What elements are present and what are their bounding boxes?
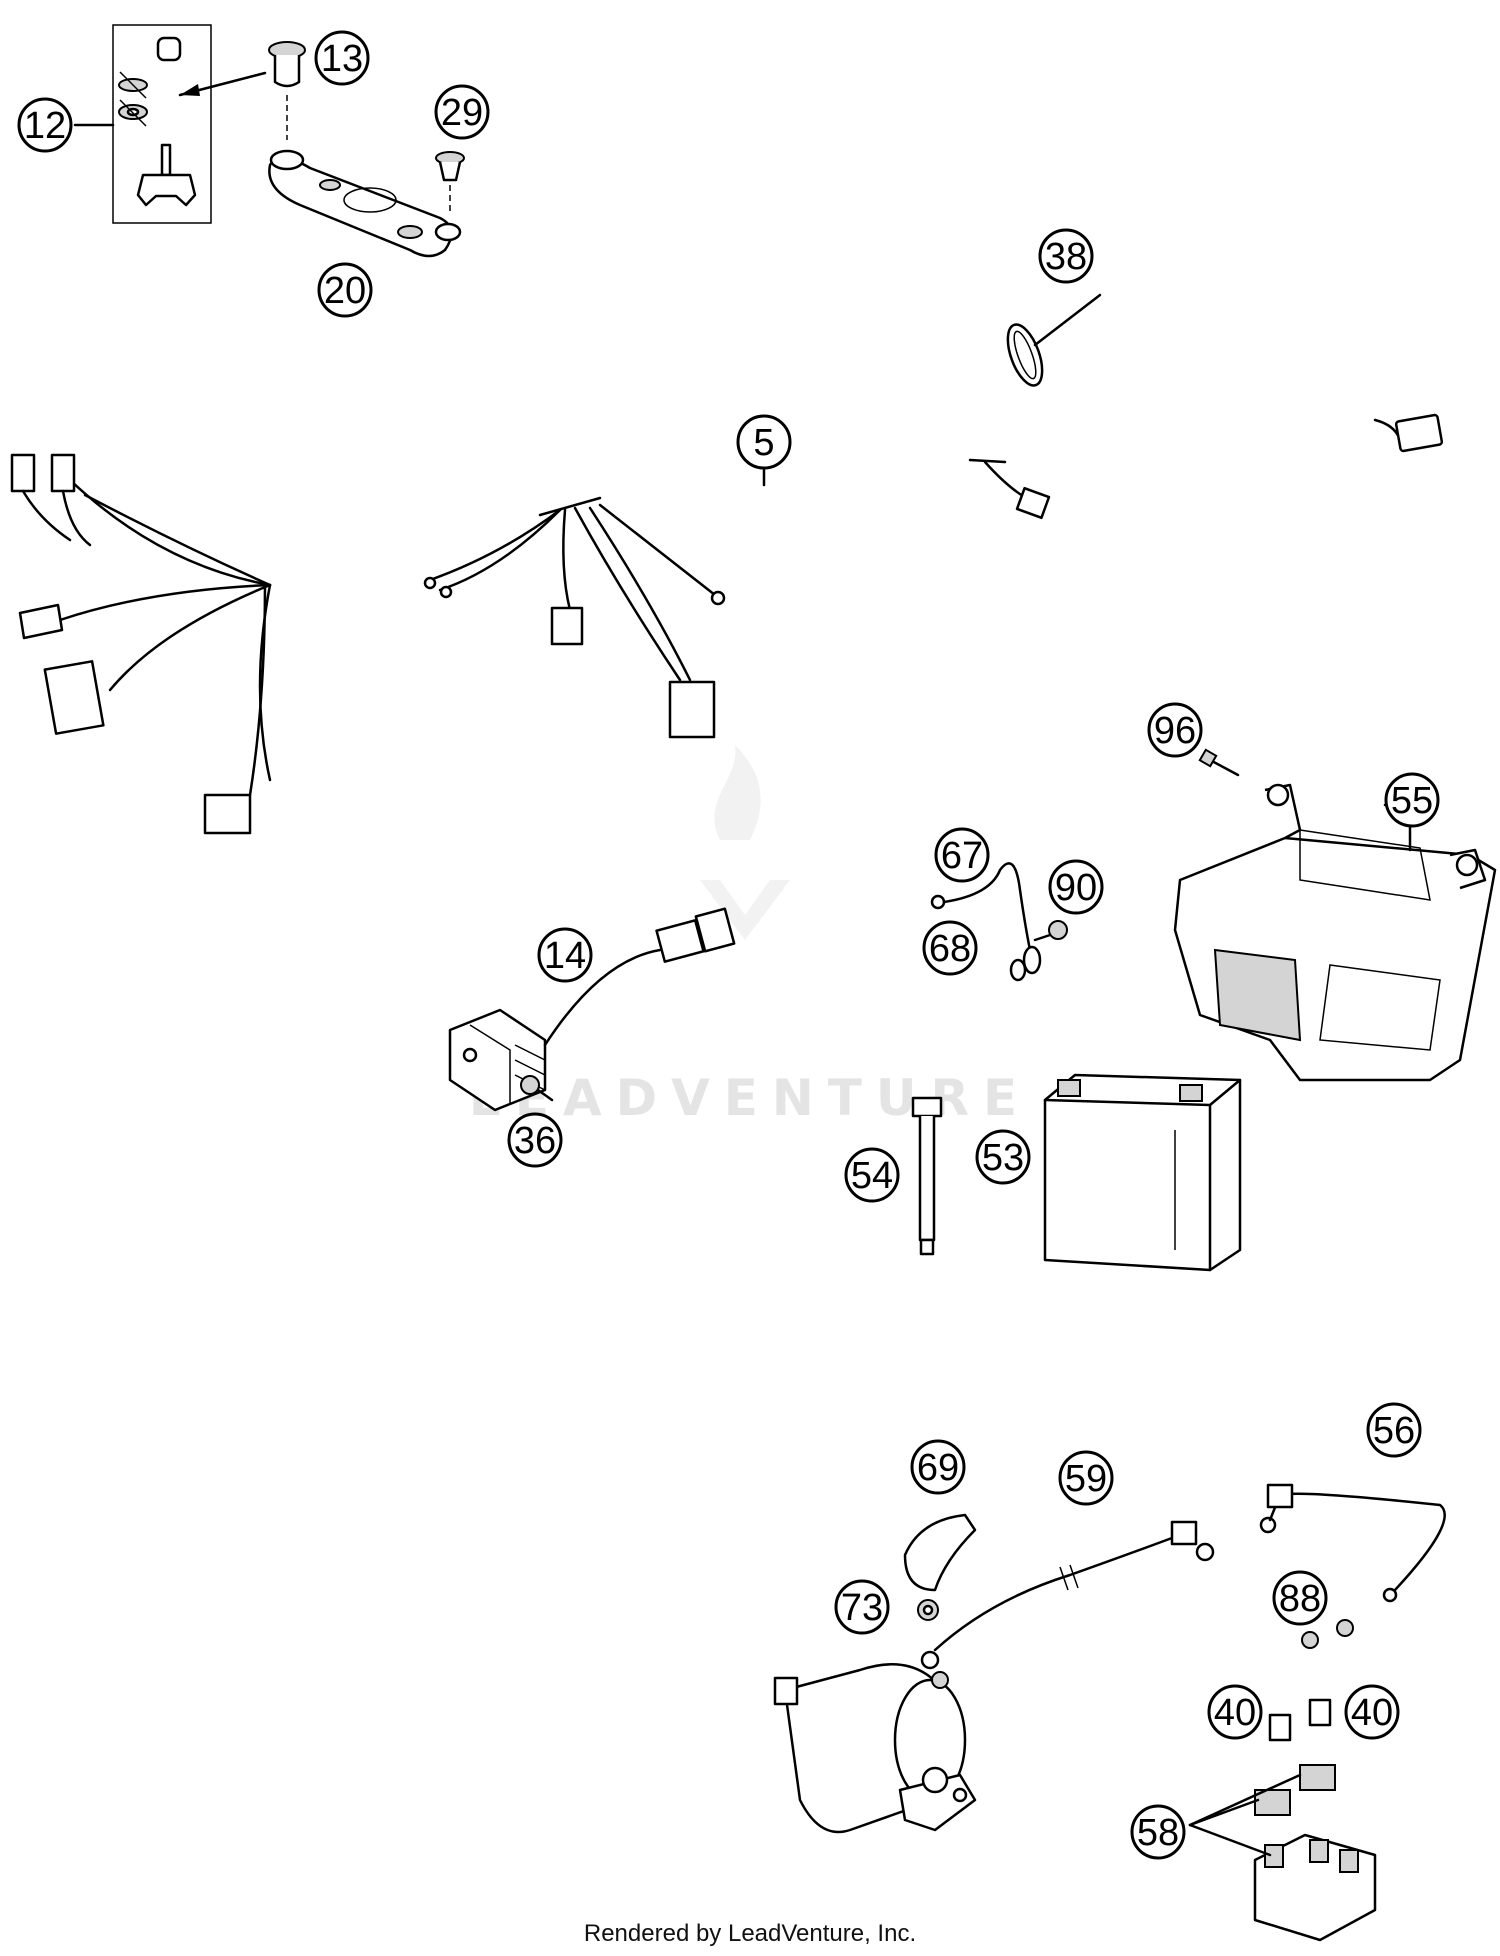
part-56-cable: [1259, 1483, 1446, 1603]
footer-credit: Rendered by LeadVenture, Inc.: [583, 1920, 917, 1947]
part-69-terminal-cap: [903, 1513, 977, 1592]
svg-text:96: 96: [1154, 710, 1196, 752]
svg-text:69: 69: [917, 1447, 959, 1489]
callout-29: 29: [434, 84, 490, 140]
callout-90: 90: [1048, 859, 1104, 915]
svg-text:54: 54: [851, 1155, 893, 1197]
callout-69: 69: [910, 1439, 966, 1495]
svg-text:88: 88: [1279, 1578, 1321, 1620]
part-12-stud-kit: [73, 24, 267, 224]
part-13-grommet: [268, 41, 306, 140]
part-68-washer: [1009, 958, 1027, 982]
svg-text:68: 68: [929, 928, 971, 970]
part-90-screw: [1033, 920, 1068, 942]
callout-56: 56: [1366, 1402, 1422, 1458]
svg-text:40: 40: [1351, 1692, 1393, 1734]
part-96-bolt: [1198, 748, 1240, 777]
part-58-starter-relay: [1188, 1764, 1377, 1942]
part-29-plug: [435, 151, 465, 215]
svg-text:20: 20: [324, 270, 366, 312]
callout-67: 67: [934, 827, 990, 883]
callout-40-right: 40: [1344, 1684, 1400, 1740]
callout-20: 20: [317, 262, 373, 318]
callout-12: 12: [17, 97, 73, 153]
callout-40-left: 40: [1207, 1684, 1263, 1740]
part-20-bracket: [268, 149, 462, 258]
svg-text:12: 12: [24, 105, 66, 147]
part-59-starter-cable: [920, 1520, 1215, 1670]
svg-text:29: 29: [441, 92, 483, 134]
part-5-wiring-harness: [10, 412, 1444, 835]
part-starter-motor: [773, 1663, 977, 1834]
callout-96: 96: [1147, 702, 1203, 758]
callout-68: 68: [922, 920, 978, 976]
watermark-text: LEADVENTURE: [469, 1069, 1031, 1127]
svg-text:55: 55: [1391, 780, 1433, 822]
callout-55: 55: [1384, 772, 1440, 828]
part-73-nut: [917, 1599, 939, 1621]
watermark-logo: [700, 745, 790, 940]
svg-text:14: 14: [544, 935, 586, 977]
svg-text:58: 58: [1137, 1812, 1179, 1854]
svg-text:56: 56: [1373, 1410, 1415, 1452]
part-55-battery-box: [1173, 783, 1497, 1082]
svg-text:67: 67: [941, 835, 983, 877]
svg-text:5: 5: [753, 422, 774, 464]
callout-54: 54: [844, 1147, 900, 1203]
part-53-battery: [1043, 1073, 1242, 1272]
part-36-screw: [520, 1075, 554, 1102]
svg-text:90: 90: [1055, 867, 1097, 909]
callout-59: 59: [1058, 1450, 1114, 1506]
part-40-fuses: [1268, 1698, 1332, 1742]
part-88-screws: [1301, 1619, 1354, 1649]
svg-text:36: 36: [514, 1120, 556, 1162]
callout-5: 5: [736, 414, 792, 470]
callout-53: 53: [975, 1129, 1031, 1185]
svg-text:13: 13: [321, 38, 363, 80]
callout-88: 88: [1272, 1570, 1328, 1626]
part-67-ground-cable: [930, 862, 1042, 975]
callout-58: 58: [1130, 1804, 1186, 1860]
part-38-cable-tie: [1006, 293, 1102, 387]
svg-text:38: 38: [1045, 236, 1087, 278]
svg-text:53: 53: [982, 1137, 1024, 1179]
part-54-battery-strap: [911, 1096, 943, 1256]
svg-text:73: 73: [841, 1587, 883, 1629]
callout-38: 38: [1038, 228, 1094, 284]
callout-73: 73: [834, 1579, 890, 1635]
callout-36: 36: [507, 1112, 563, 1168]
svg-text:40: 40: [1214, 1692, 1256, 1734]
callout-13: 13: [314, 30, 370, 86]
svg-text:59: 59: [1065, 1458, 1107, 1500]
callout-14: 14: [537, 927, 593, 983]
